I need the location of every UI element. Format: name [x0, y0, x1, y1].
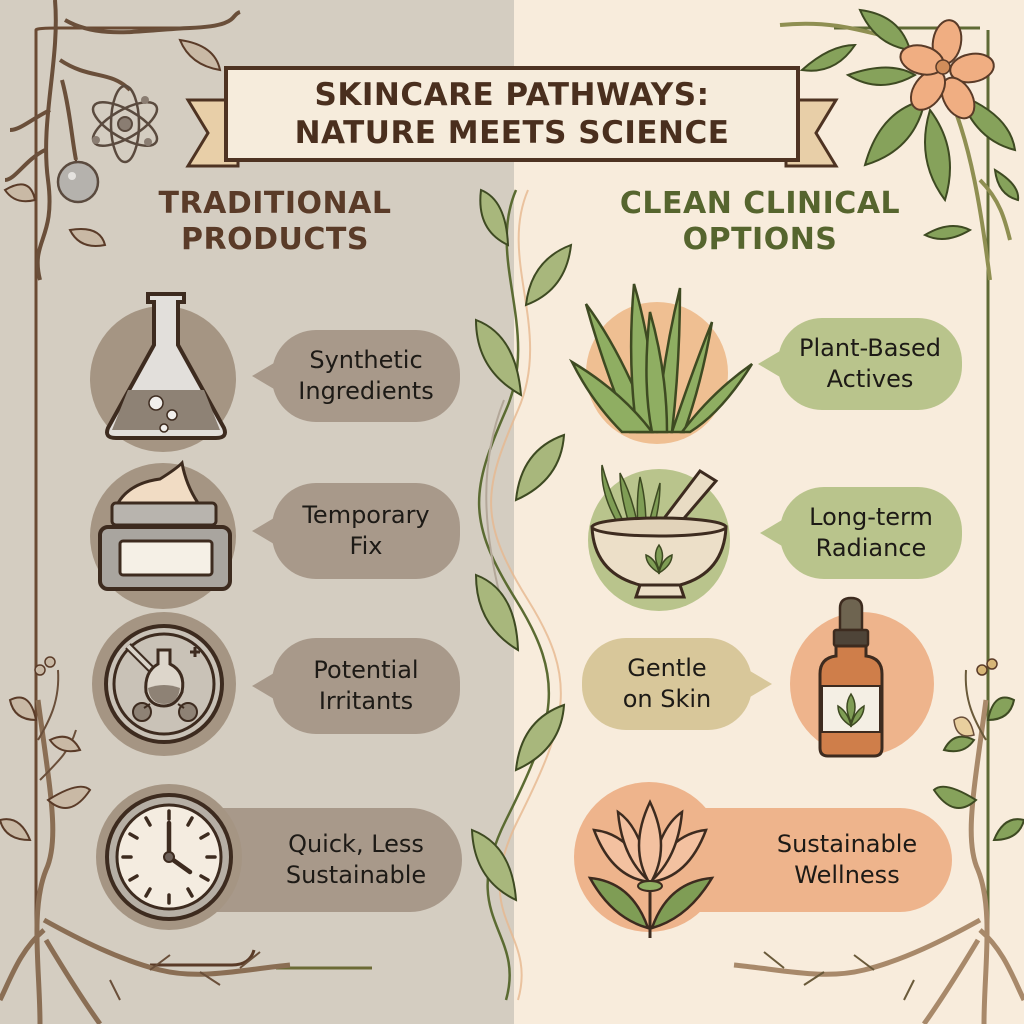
clinical-heading-line-2: OPTIONS — [682, 222, 838, 257]
traditional-heading: TRADITIONAL PRODUCTS — [110, 186, 440, 258]
aloe-plant-icon — [568, 283, 754, 434]
clinical-item-gentle: Gentle on Skin — [578, 594, 978, 764]
traditional-item-irritants: Potential Irritants — [90, 608, 470, 758]
title-line-2: NATURE MEETS SCIENCE — [294, 115, 730, 151]
tree-roots-icon — [0, 656, 291, 1024]
clock-icon — [105, 793, 233, 921]
traditional-heading-line-2: PRODUCTS — [181, 222, 369, 257]
title-banner: SKINCARE PATHWAYS: NATURE MEETS SCIENCE — [185, 52, 839, 168]
long-term-radiance-bubble: Long-term Radiance — [760, 487, 962, 579]
potential-irritants-bubble: Potential Irritants — [252, 638, 460, 734]
traditional-item-temporary: Temporary Fix — [90, 455, 470, 609]
flask-icon — [105, 292, 227, 440]
cream-jar-icon — [98, 459, 232, 591]
temporary-fix-bubble: Temporary Fix — [252, 483, 460, 579]
clinical-heading-line-1: CLEAN CLINICAL — [619, 186, 901, 221]
traditional-heading-line-1: TRADITIONAL — [158, 186, 392, 221]
peach-flower-vine-icon — [779, 8, 1020, 281]
traditional-item-synthetic: Synthetic Ingredients — [90, 290, 470, 452]
no-chemicals-icon — [104, 624, 224, 744]
gentle-on-skin-bubble: Gentle on Skin — [582, 638, 772, 730]
lotus-flower-icon — [587, 799, 715, 938]
ribbon-right-icon — [784, 98, 839, 168]
clinical-item-long-term: Long-term Radiance — [580, 455, 980, 611]
synthetic-ingredients-bubble: Synthetic Ingredients — [252, 330, 460, 422]
vine-divider-icon — [470, 188, 573, 1001]
clinical-item-sustainable: Sustainable Wellness — [572, 778, 972, 938]
traditional-item-quick: Quick, Less Sustainable — [90, 778, 470, 938]
plant-based-actives-bubble: Plant-Based Actives — [758, 318, 962, 410]
roots-with-atom-icon — [3, 0, 241, 281]
mortar-pestle-herbs-icon — [590, 464, 728, 599]
clinical-heading: CLEAN CLINICAL OPTIONS — [580, 186, 940, 258]
tree-roots-icon — [733, 658, 1024, 1024]
dropper-bottle-icon — [818, 596, 884, 758]
title-line-1: SKINCARE PATHWAYS: — [314, 77, 710, 113]
title-box: SKINCARE PATHWAYS: NATURE MEETS SCIENCE — [224, 66, 800, 162]
clinical-item-plant-based: Plant-Based Actives — [562, 282, 962, 444]
